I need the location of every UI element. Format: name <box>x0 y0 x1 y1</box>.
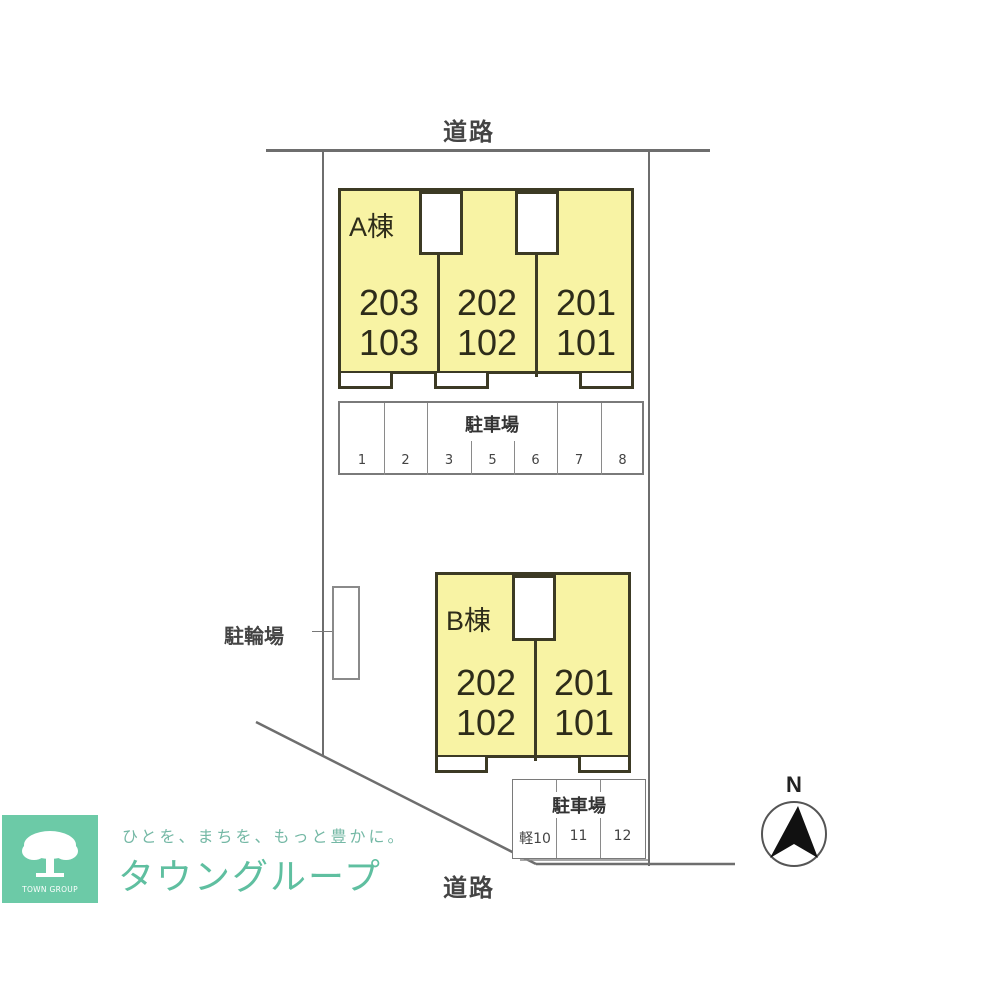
bicycle-parking-leader-line <box>312 631 346 632</box>
logo-caption: TOWN GROUP <box>22 885 78 894</box>
building-b-balcony-2 <box>578 757 631 773</box>
unit-b-102[interactable]: 102 <box>455 702 517 743</box>
brand-tagline: ひとを、まちを、もっと豊かに。 <box>122 827 407 846</box>
building-a-stair-2 <box>515 191 559 255</box>
parking-space-7[interactable]: 7 <box>574 453 584 468</box>
building-a-divider-1 <box>437 253 440 377</box>
building-b-name: B棟 <box>446 606 492 636</box>
parking-divider <box>600 780 601 858</box>
building-b-balcony-1 <box>435 757 488 773</box>
building-a-divider-2 <box>535 253 538 377</box>
north-compass: N <box>758 772 830 872</box>
parking-divider <box>427 403 428 475</box>
building-a-balcony-1 <box>338 373 393 389</box>
parking-small-label: 駐車場 <box>513 792 645 818</box>
bicycle-parking-area[interactable] <box>332 586 360 680</box>
site-boundary-right <box>648 150 650 866</box>
top-road-line <box>266 149 710 152</box>
unit-b-202[interactable]: 202 <box>455 662 517 703</box>
building-a-name: A棟 <box>349 212 395 242</box>
unit-a-101[interactable]: 101 <box>555 322 617 363</box>
compass-arrow-icon <box>761 801 827 867</box>
unit-b-101[interactable]: 101 <box>553 702 615 743</box>
parking-space-3[interactable]: 3 <box>444 453 454 468</box>
bicycle-parking-label: 駐輪場 <box>224 624 284 648</box>
building-a-balcony-2 <box>434 373 489 389</box>
parking-divider <box>471 441 472 475</box>
parking-space-12[interactable]: 12 <box>613 828 632 844</box>
building-b-stair <box>512 575 556 641</box>
top-road-label: 道路 <box>443 118 495 146</box>
parking-divider <box>601 403 602 475</box>
unit-b-201[interactable]: 201 <box>553 662 615 703</box>
building-a-balcony-3 <box>579 373 634 389</box>
unit-a-201[interactable]: 201 <box>555 282 617 323</box>
parking-space-kei-10[interactable]: 軽10 <box>519 831 551 847</box>
parking-space-1[interactable]: 1 <box>357 453 367 468</box>
parking-space-11[interactable]: 11 <box>569 828 588 844</box>
bottom-road-label: 道路 <box>443 874 495 902</box>
parking-space-5[interactable]: 5 <box>488 453 497 468</box>
parking-divider <box>384 403 385 475</box>
north-label: N <box>786 772 802 797</box>
parking-space-6[interactable]: 6 <box>531 453 540 468</box>
unit-a-102[interactable]: 102 <box>456 322 518 363</box>
brand-name: タウングループ <box>118 857 382 898</box>
parking-space-2[interactable]: 2 <box>401 453 410 468</box>
parking-divider <box>514 441 515 475</box>
unit-a-103[interactable]: 103 <box>358 322 420 363</box>
unit-a-202[interactable]: 202 <box>456 282 518 323</box>
building-a[interactable]: A棟 203 103 202 102 201 101 <box>338 188 634 377</box>
unit-a-203[interactable]: 203 <box>358 282 420 323</box>
parking-space-8[interactable]: 8 <box>618 453 627 468</box>
parking-small[interactable]: 駐車場 軽10 11 12 <box>512 779 646 859</box>
building-b-divider <box>534 639 537 761</box>
parking-main-label: 駐車場 <box>465 415 519 436</box>
tree-icon <box>22 831 78 877</box>
parking-divider <box>556 780 557 858</box>
site-boundary-left <box>322 150 324 755</box>
building-a-stair-1 <box>419 191 463 255</box>
building-b[interactable]: B棟 202 102 201 101 <box>435 572 631 761</box>
parking-divider <box>557 403 558 475</box>
town-group-logo: TOWN GROUP <box>2 815 98 903</box>
parking-main[interactable]: 駐車場 1 2 3 5 6 7 8 <box>338 401 644 475</box>
